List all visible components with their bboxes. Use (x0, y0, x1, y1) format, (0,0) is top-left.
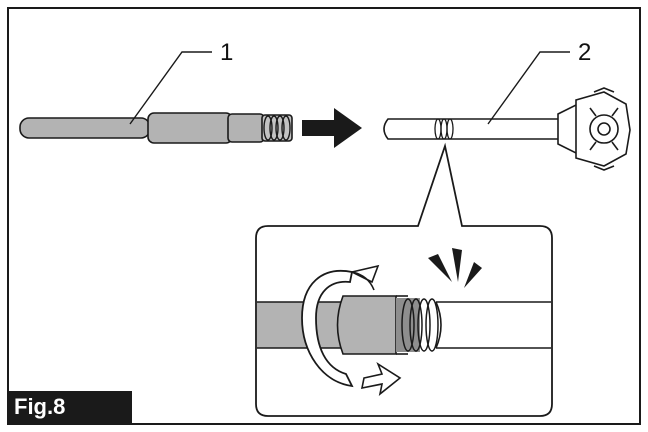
pipe-threads (263, 115, 291, 141)
pipe-socket-threads (434, 118, 454, 140)
detail-pipe-joint (257, 295, 551, 355)
callout-2-leader (487, 51, 570, 125)
figure-label: Fig.8 (8, 391, 132, 423)
extension-pipe (19, 112, 293, 144)
nozzle-pipe (383, 87, 631, 171)
nozzle-head (557, 87, 631, 171)
callout-2-number: 2 (578, 39, 591, 66)
detail-inset (255, 142, 553, 417)
rotate-arrow-icon (301, 264, 402, 396)
insert-arrow-icon (302, 108, 362, 148)
detail-threads (401, 298, 439, 352)
callout-1-leader (129, 51, 212, 125)
callout-1-number: 1 (220, 39, 233, 66)
click-sound-icon (428, 248, 482, 288)
